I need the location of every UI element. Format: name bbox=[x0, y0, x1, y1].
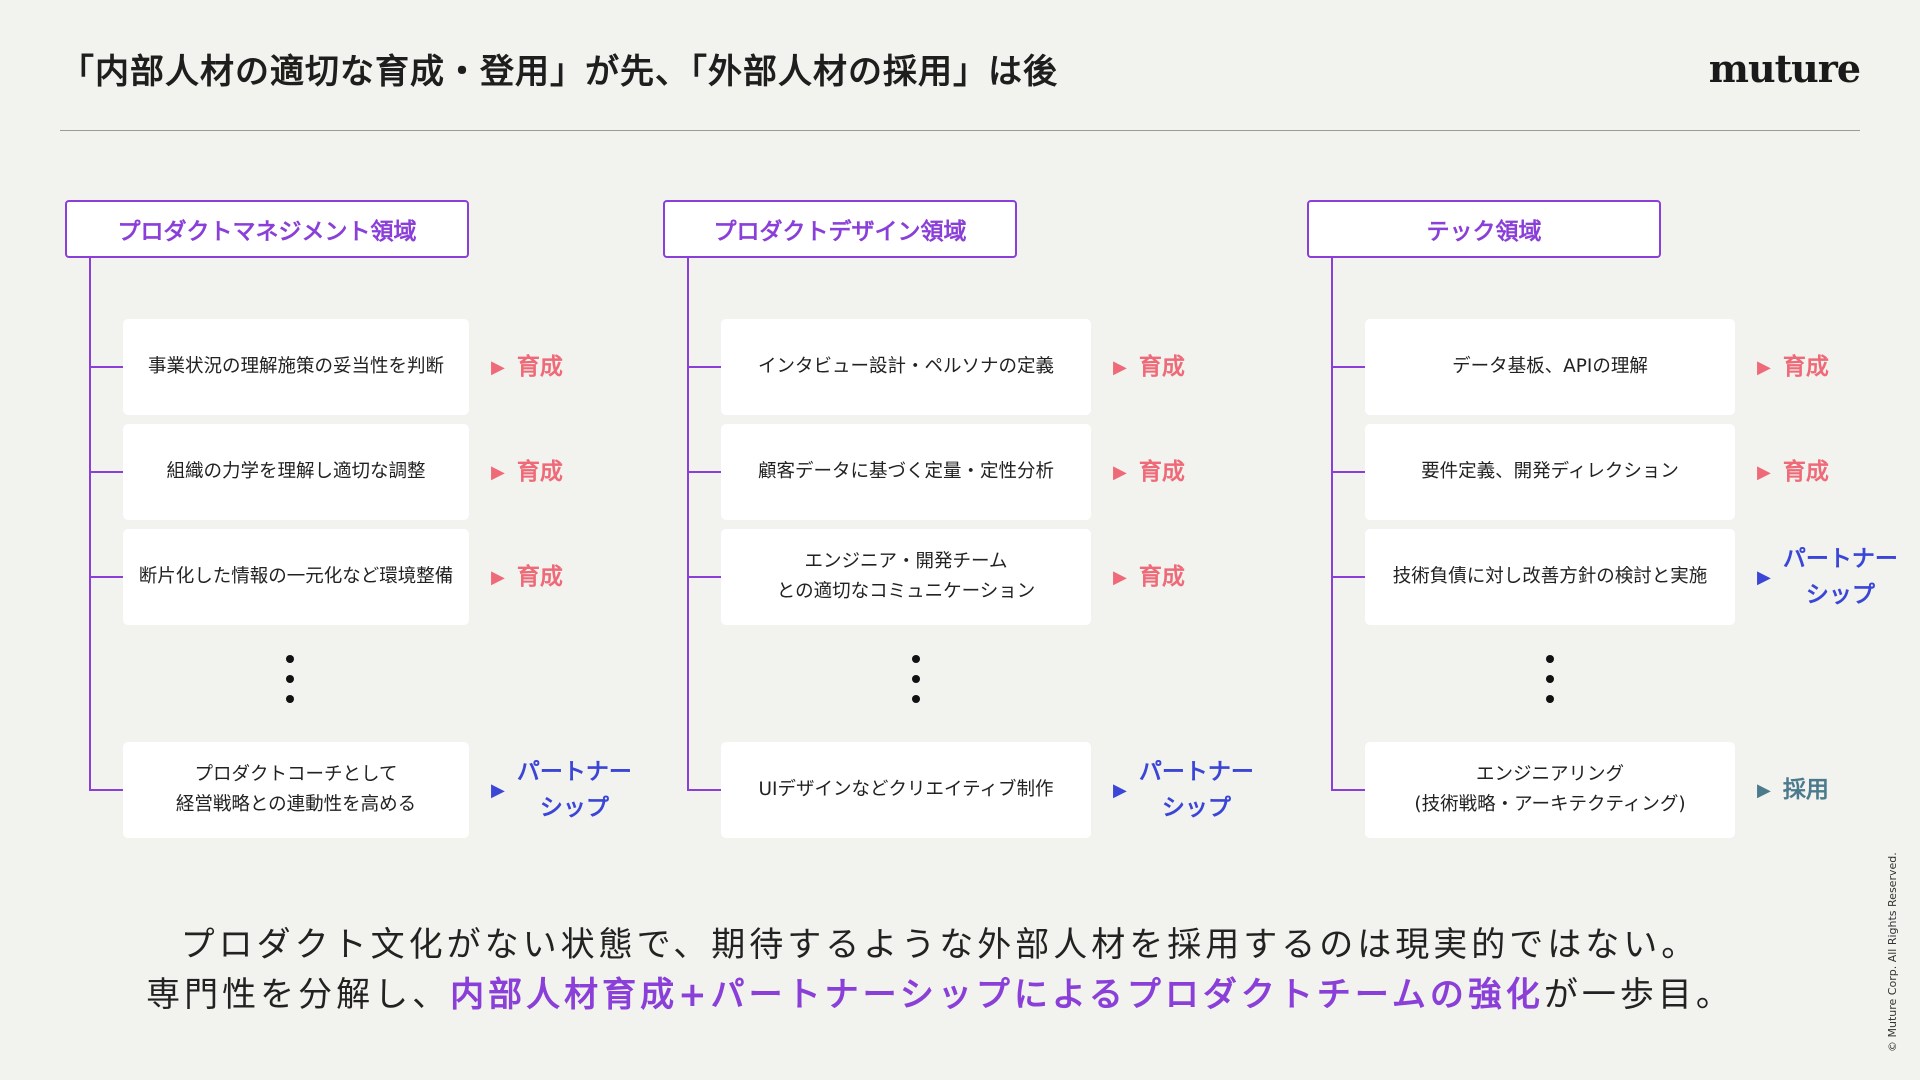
column-tech: テック領域 データ基板、APIの理解 ▶ 育成 要件定義、開発ディレクション ▶ 育… bbox=[1307, 200, 1907, 840]
tag-partnership: ▶ パートナー シップ bbox=[1113, 742, 1254, 838]
tree-branch bbox=[1331, 471, 1365, 473]
item-box: プロダクトコーチとして 経営戦略との連動性を高める bbox=[123, 742, 469, 838]
tree-branch bbox=[1331, 789, 1365, 791]
tag-label: パートナー シップ bbox=[1138, 759, 1254, 821]
conclusion-prefix: 専門性を分解し、 bbox=[146, 975, 451, 1015]
tag-label: 育成 bbox=[1782, 459, 1829, 485]
tag-ikusei: ▶ 育成 bbox=[1757, 319, 1829, 415]
header-divider bbox=[60, 130, 1860, 131]
tree-branch bbox=[687, 576, 721, 578]
column-product-management: プロダクトマネジメント領域 事業状況の理解施策の妥当性を判断 ▶ 育成 組織の力学… bbox=[65, 200, 665, 840]
column-header: テック領域 bbox=[1307, 200, 1661, 258]
tree-branch bbox=[1331, 576, 1365, 578]
item-box: 組織の力学を理解し適切な調整 bbox=[123, 424, 469, 520]
tag-label: パートナー シップ bbox=[1782, 546, 1898, 608]
item-box: UIデザインなどクリエイティブ制作 bbox=[721, 742, 1091, 838]
tag-saiyo: ▶ 採用 bbox=[1757, 742, 1829, 838]
tree-branch bbox=[89, 576, 123, 578]
item-box: 断片化した情報の一元化など環境整備 bbox=[123, 529, 469, 625]
tag-label: パートナー シップ bbox=[516, 759, 632, 821]
triangle-right-icon: ▶ bbox=[1757, 461, 1771, 483]
triangle-right-icon: ▶ bbox=[491, 779, 505, 801]
tag-label: 育成 bbox=[1138, 564, 1185, 590]
conclusion-highlight: 内部人材育成+パートナーシップによるプロダクトチームの強化 bbox=[450, 975, 1544, 1015]
item-box: エンジニアリング (技術戦略・アーキテクティング) bbox=[1365, 742, 1735, 838]
column-header: プロダクトデザイン領域 bbox=[663, 200, 1017, 258]
triangle-right-icon: ▶ bbox=[1113, 566, 1127, 588]
item-box: データ基板、APIの理解 bbox=[1365, 319, 1735, 415]
tag-ikusei: ▶ 育成 bbox=[491, 529, 563, 625]
tag-label: 育成 bbox=[1138, 354, 1185, 380]
column-product-design: プロダクトデザイン領域 インタビュー設計・ペルソナの定義 ▶ 育成 顧客データに基… bbox=[663, 200, 1263, 840]
tag-ikusei: ▶ 育成 bbox=[1113, 424, 1185, 520]
tree-branch bbox=[89, 471, 123, 473]
triangle-right-icon: ▶ bbox=[491, 461, 505, 483]
tag-partnership: ▶ パートナー シップ bbox=[1757, 529, 1898, 625]
tree-branch bbox=[89, 789, 123, 791]
triangle-right-icon: ▶ bbox=[491, 566, 505, 588]
page-title: 「内部人材の適切な育成・登用」が先、「外部人材の採用」は後 bbox=[60, 52, 1058, 92]
triangle-right-icon: ▶ bbox=[1113, 779, 1127, 801]
tag-ikusei: ▶ 育成 bbox=[1113, 319, 1185, 415]
ellipsis-dots bbox=[1546, 655, 1554, 703]
tree-vertical-line bbox=[687, 258, 689, 790]
tree-branch bbox=[687, 366, 721, 368]
item-box: インタビュー設計・ペルソナの定義 bbox=[721, 319, 1091, 415]
ellipsis-dots bbox=[912, 655, 920, 703]
ellipsis-dots bbox=[286, 655, 294, 703]
column-header: プロダクトマネジメント領域 bbox=[65, 200, 469, 258]
tag-ikusei: ▶ 育成 bbox=[1757, 424, 1829, 520]
tag-label: 育成 bbox=[516, 354, 563, 380]
conclusion-suffix: が一歩目。 bbox=[1543, 975, 1734, 1015]
triangle-right-icon: ▶ bbox=[1757, 779, 1771, 801]
tree-vertical-line bbox=[89, 258, 91, 790]
tree-branch bbox=[687, 789, 721, 791]
tree-vertical-line bbox=[1331, 258, 1333, 790]
tag-label: 育成 bbox=[516, 459, 563, 485]
triangle-right-icon: ▶ bbox=[1757, 566, 1771, 588]
tree-branch bbox=[687, 471, 721, 473]
triangle-right-icon: ▶ bbox=[1113, 356, 1127, 378]
tag-label: 育成 bbox=[1782, 354, 1829, 380]
triangle-right-icon: ▶ bbox=[1113, 461, 1127, 483]
tag-ikusei: ▶ 育成 bbox=[491, 424, 563, 520]
tag-ikusei: ▶ 育成 bbox=[1113, 529, 1185, 625]
item-box: 技術負債に対し改善方針の検討と実施 bbox=[1365, 529, 1735, 625]
triangle-right-icon: ▶ bbox=[491, 356, 505, 378]
conclusion-line-1: プロダクト文化がない状態で、期待するような外部人材を採用するのは現実的ではない。 bbox=[180, 925, 1700, 965]
item-box: 顧客データに基づく定量・定性分析 bbox=[721, 424, 1091, 520]
tag-label: 育成 bbox=[1138, 459, 1185, 485]
item-box: 事業状況の理解施策の妥当性を判断 bbox=[123, 319, 469, 415]
tag-label: 育成 bbox=[516, 564, 563, 590]
tag-label: 採用 bbox=[1782, 777, 1829, 803]
tag-ikusei: ▶ 育成 bbox=[491, 319, 563, 415]
conclusion-line-2: 専門性を分解し、内部人材育成+パートナーシップによるプロダクトチームの強化が一歩… bbox=[0, 970, 1880, 1020]
item-box: 要件定義、開発ディレクション bbox=[1365, 424, 1735, 520]
triangle-right-icon: ▶ bbox=[1757, 356, 1771, 378]
tree-branch bbox=[1331, 366, 1365, 368]
copyright-notice: © Muture Corp. All Rights Reserved. bbox=[1886, 852, 1899, 1052]
tree-branch bbox=[89, 366, 123, 368]
item-box: エンジニア・開発チーム との適切なコミュニケーション bbox=[721, 529, 1091, 625]
muture-logo: muture bbox=[1708, 46, 1861, 91]
conclusion-text: プロダクト文化がない状態で、期待するような外部人材を採用するのは現実的ではない。… bbox=[0, 920, 1880, 1020]
tag-partnership: ▶ パートナー シップ bbox=[491, 742, 632, 838]
